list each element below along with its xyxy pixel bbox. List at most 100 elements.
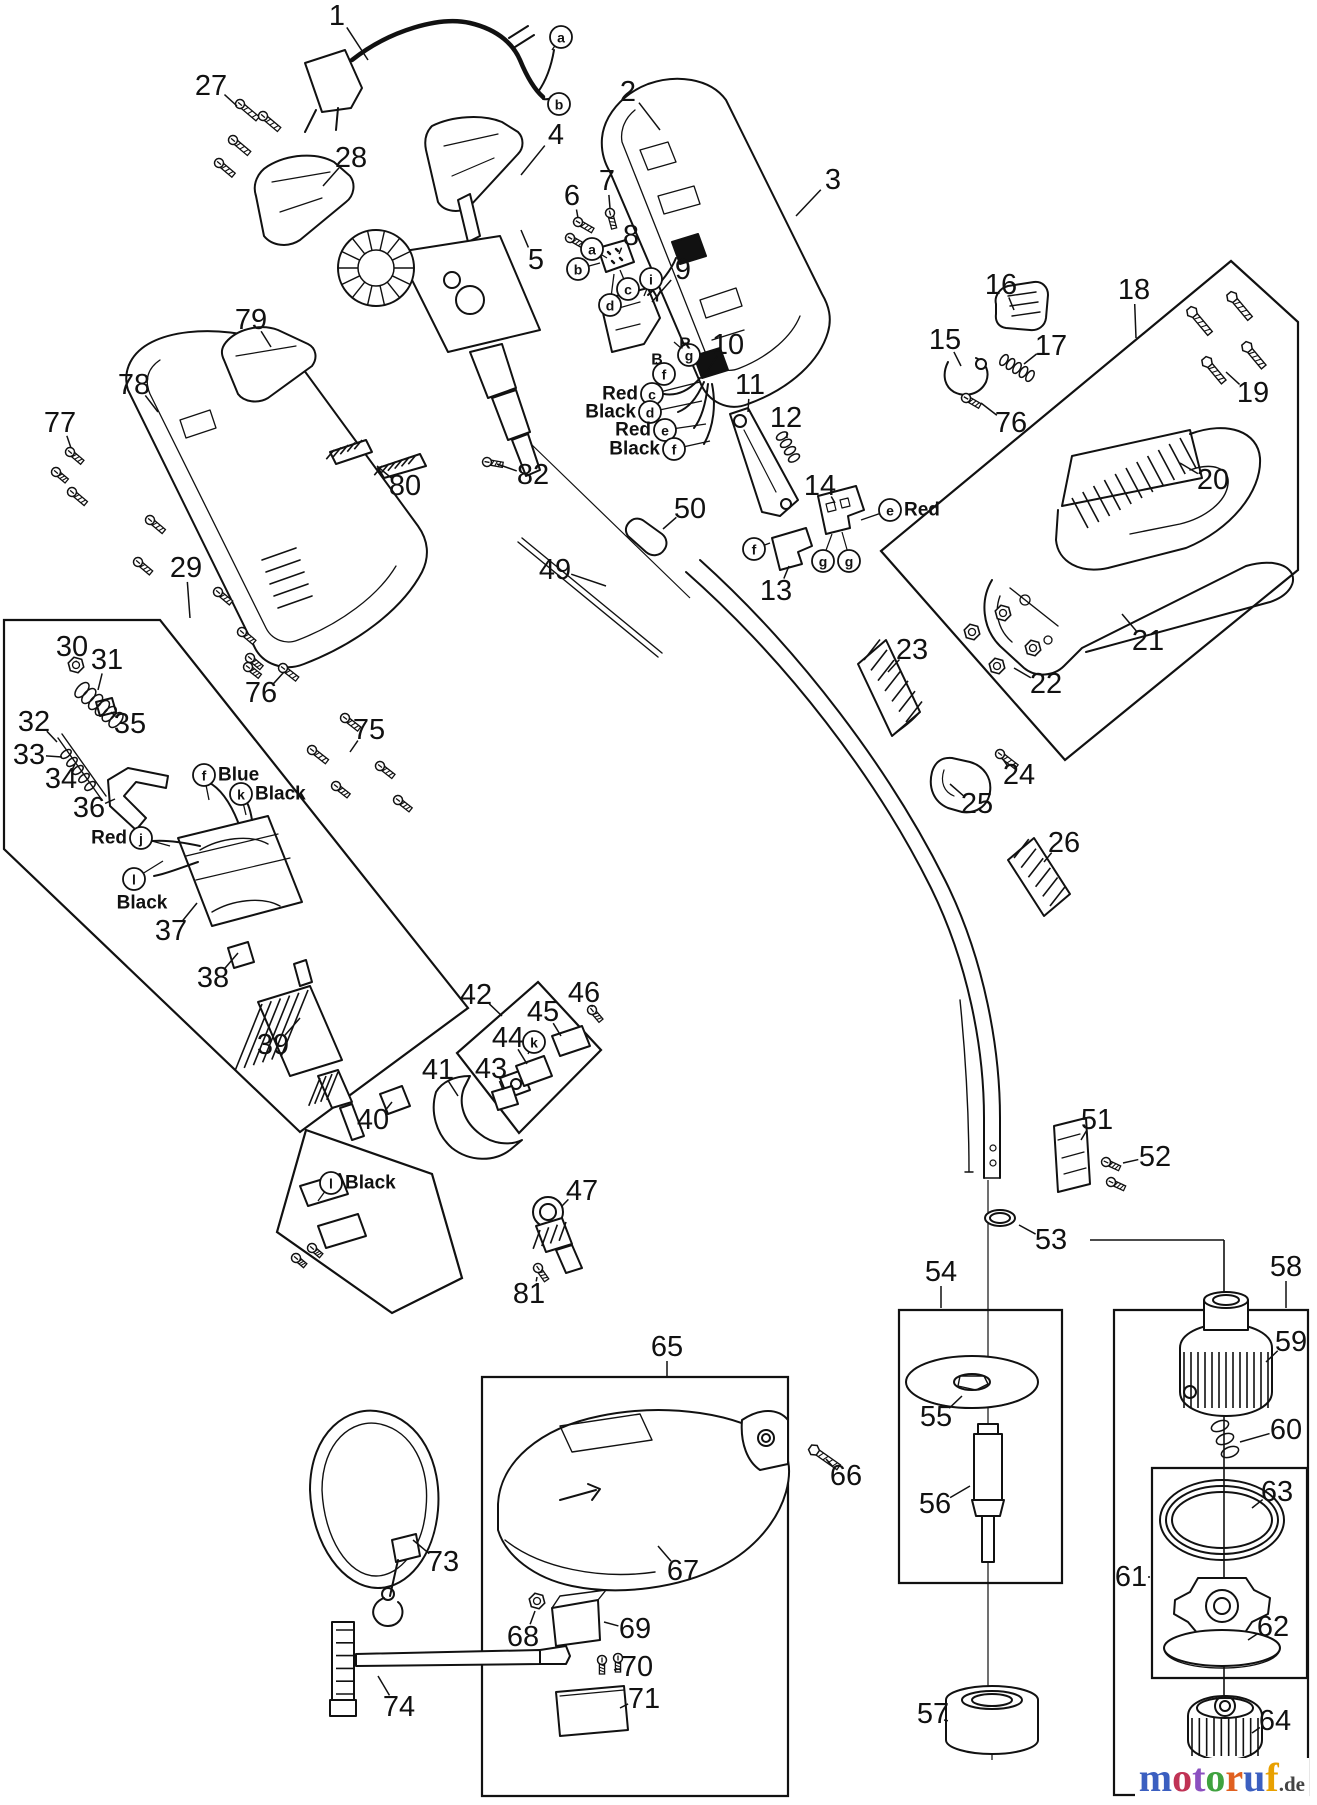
- part-callout-53: 53: [1019, 1224, 1067, 1256]
- part-callout-76: 76: [245, 672, 284, 709]
- part-callout-4: 4: [521, 119, 564, 175]
- callout-number: 43: [475, 1053, 507, 1085]
- insulator-38: [228, 942, 254, 968]
- callout-number: 33: [13, 739, 45, 771]
- screw: [482, 457, 504, 469]
- part-callout-19: 19: [1226, 372, 1269, 409]
- spindle-56-body: [974, 1434, 1002, 1500]
- callout-number: 18: [1118, 274, 1150, 306]
- wire-code-R: R: [679, 336, 691, 353]
- part-callout-60: 60: [1240, 1414, 1302, 1446]
- callout-number: 77: [44, 407, 76, 439]
- callout-number: 10: [712, 329, 744, 361]
- circled-letter-char: d: [606, 298, 615, 314]
- clip-15-tip: [976, 359, 986, 369]
- watermark-letters: motoruf: [1139, 1755, 1279, 1800]
- part-callout-63: 63: [1252, 1476, 1293, 1508]
- part-callout-82: 82: [497, 459, 549, 491]
- nut-body: [993, 604, 1012, 622]
- stator-37: [178, 816, 302, 926]
- bolt: [1225, 290, 1254, 322]
- part-callout-17: 17: [1024, 330, 1067, 364]
- spring-coil: [1024, 369, 1036, 383]
- callout-number: 52: [1139, 1141, 1171, 1173]
- output-cone: [470, 344, 516, 398]
- part-callout-58: 58: [1270, 1251, 1302, 1308]
- watermark-suffix: .de: [1279, 1772, 1305, 1796]
- callout-leader: [1135, 304, 1136, 338]
- callout-leader: [604, 1622, 618, 1626]
- shaft-piece-50: [626, 519, 667, 556]
- screw: [144, 514, 167, 535]
- circled-letter-char: e: [661, 423, 669, 439]
- screw: [257, 110, 282, 133]
- part-callout-54: 54: [925, 1256, 957, 1308]
- callout-number: 56: [919, 1488, 951, 1520]
- callout-number: 44: [492, 1022, 524, 1054]
- screw: [572, 216, 595, 235]
- callout-number: 26: [1048, 827, 1080, 859]
- screw: [604, 207, 618, 229]
- callout-number: 46: [568, 977, 600, 1009]
- nut-body: [962, 623, 981, 641]
- callout-number: 81: [513, 1278, 545, 1310]
- callout-number: 20: [1197, 464, 1229, 496]
- strap-73-outer: [310, 1411, 438, 1588]
- screw: [66, 486, 89, 507]
- spring-coil: [1011, 361, 1023, 375]
- circled-letter-char: l: [329, 1176, 333, 1192]
- wrench-74-blade: [540, 1646, 570, 1664]
- ref-letter-b: b: [548, 93, 570, 115]
- ref-letter-b: b: [567, 258, 600, 280]
- watermark-letter: m: [1139, 1755, 1172, 1800]
- circled-letter-char: c: [624, 282, 632, 298]
- cap-57: [946, 1686, 1038, 1754]
- screw: [64, 446, 85, 466]
- part-callout-34: 34: [45, 763, 77, 795]
- spindle-56-cap: [978, 1424, 998, 1434]
- part-callout-5: 5: [521, 230, 544, 276]
- circled-letter-char: d: [646, 405, 655, 421]
- callout-number: 3: [825, 164, 841, 196]
- watermark-letter: u: [1243, 1755, 1265, 1800]
- part-callout-29: 29: [170, 552, 202, 618]
- part-callout-7: 7: [599, 165, 615, 208]
- line-coil-63-c: [1172, 1492, 1272, 1548]
- callout-number: 47: [566, 1175, 598, 1207]
- callout-leader: [521, 146, 545, 175]
- callout-number: 13: [760, 575, 792, 607]
- watermark-letter: o: [1205, 1755, 1225, 1800]
- callout-number: 25: [961, 788, 993, 820]
- screw: [290, 1252, 308, 1270]
- screw: [598, 1656, 607, 1675]
- circled-letter-char: l: [132, 872, 136, 888]
- callout-leader: [1014, 668, 1031, 678]
- bracket-36: [108, 768, 168, 830]
- screw: [132, 556, 154, 577]
- spring-coil: [1215, 1431, 1235, 1447]
- callout-number: 21: [1132, 625, 1164, 657]
- spring-coil: [1220, 1444, 1240, 1460]
- callout-number: 24: [1003, 759, 1035, 791]
- watermark-letter: r: [1225, 1755, 1243, 1800]
- callout-number: 6: [564, 180, 580, 212]
- inset-box-brushes: [277, 1130, 462, 1313]
- callout-leader: [571, 574, 606, 586]
- cable-wire-a: [538, 50, 554, 92]
- callout-leader: [950, 1486, 970, 1498]
- callout-number: 76: [245, 677, 277, 709]
- brush-holder-44: [516, 1056, 552, 1086]
- wrench-74-handle: [332, 1622, 354, 1700]
- ref-letter-a: a: [550, 26, 572, 50]
- part-callout-74: 74: [378, 1676, 415, 1723]
- part-callout-14: 14: [804, 470, 836, 503]
- circled-letter-char: a: [588, 242, 596, 258]
- part-callout-76: 76: [981, 403, 1027, 439]
- part-callout-8: 8: [619, 220, 639, 254]
- callout-leader: [1019, 1225, 1036, 1234]
